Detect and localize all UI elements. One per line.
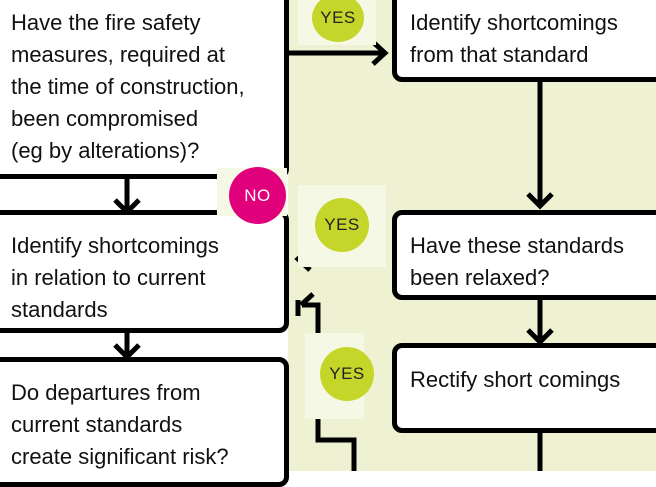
box-standards-relaxed-text: Have these standards been relaxed?	[410, 233, 625, 290]
box-rectify-text: Rectify short comings	[410, 367, 621, 392]
badge-yes-bottom: YES	[320, 347, 374, 401]
arrow-yes-bottom	[302, 302, 357, 471]
box-departures-risk-text: Do departures from current standards cre…	[11, 380, 229, 469]
box-identify-current-standards: Identify shortcomings in relation to cur…	[0, 210, 289, 333]
box-identify-current-standards-text: Identify shortcomings in relation to cur…	[11, 233, 219, 322]
box-fire-safety-compromised: Have the fire safety measures, required …	[0, 0, 289, 179]
badge-yes-mid: YES	[315, 198, 369, 252]
box-rectify: Rectify short comings	[392, 343, 656, 433]
box-departures-risk: Do departures from current standards cre…	[0, 357, 289, 487]
box-identify-from-standard-text: Identify shortcomings from that standard	[410, 10, 618, 67]
box-fire-safety-compromised-text: Have the fire safety measures, required …	[11, 10, 245, 163]
box-standards-relaxed: Have these standards been relaxed?	[392, 210, 656, 300]
badge-yes-top: YES	[312, 0, 364, 42]
badge-no: NO	[229, 167, 286, 224]
box-identify-from-standard: Identify shortcomings from that standard	[392, 0, 656, 82]
